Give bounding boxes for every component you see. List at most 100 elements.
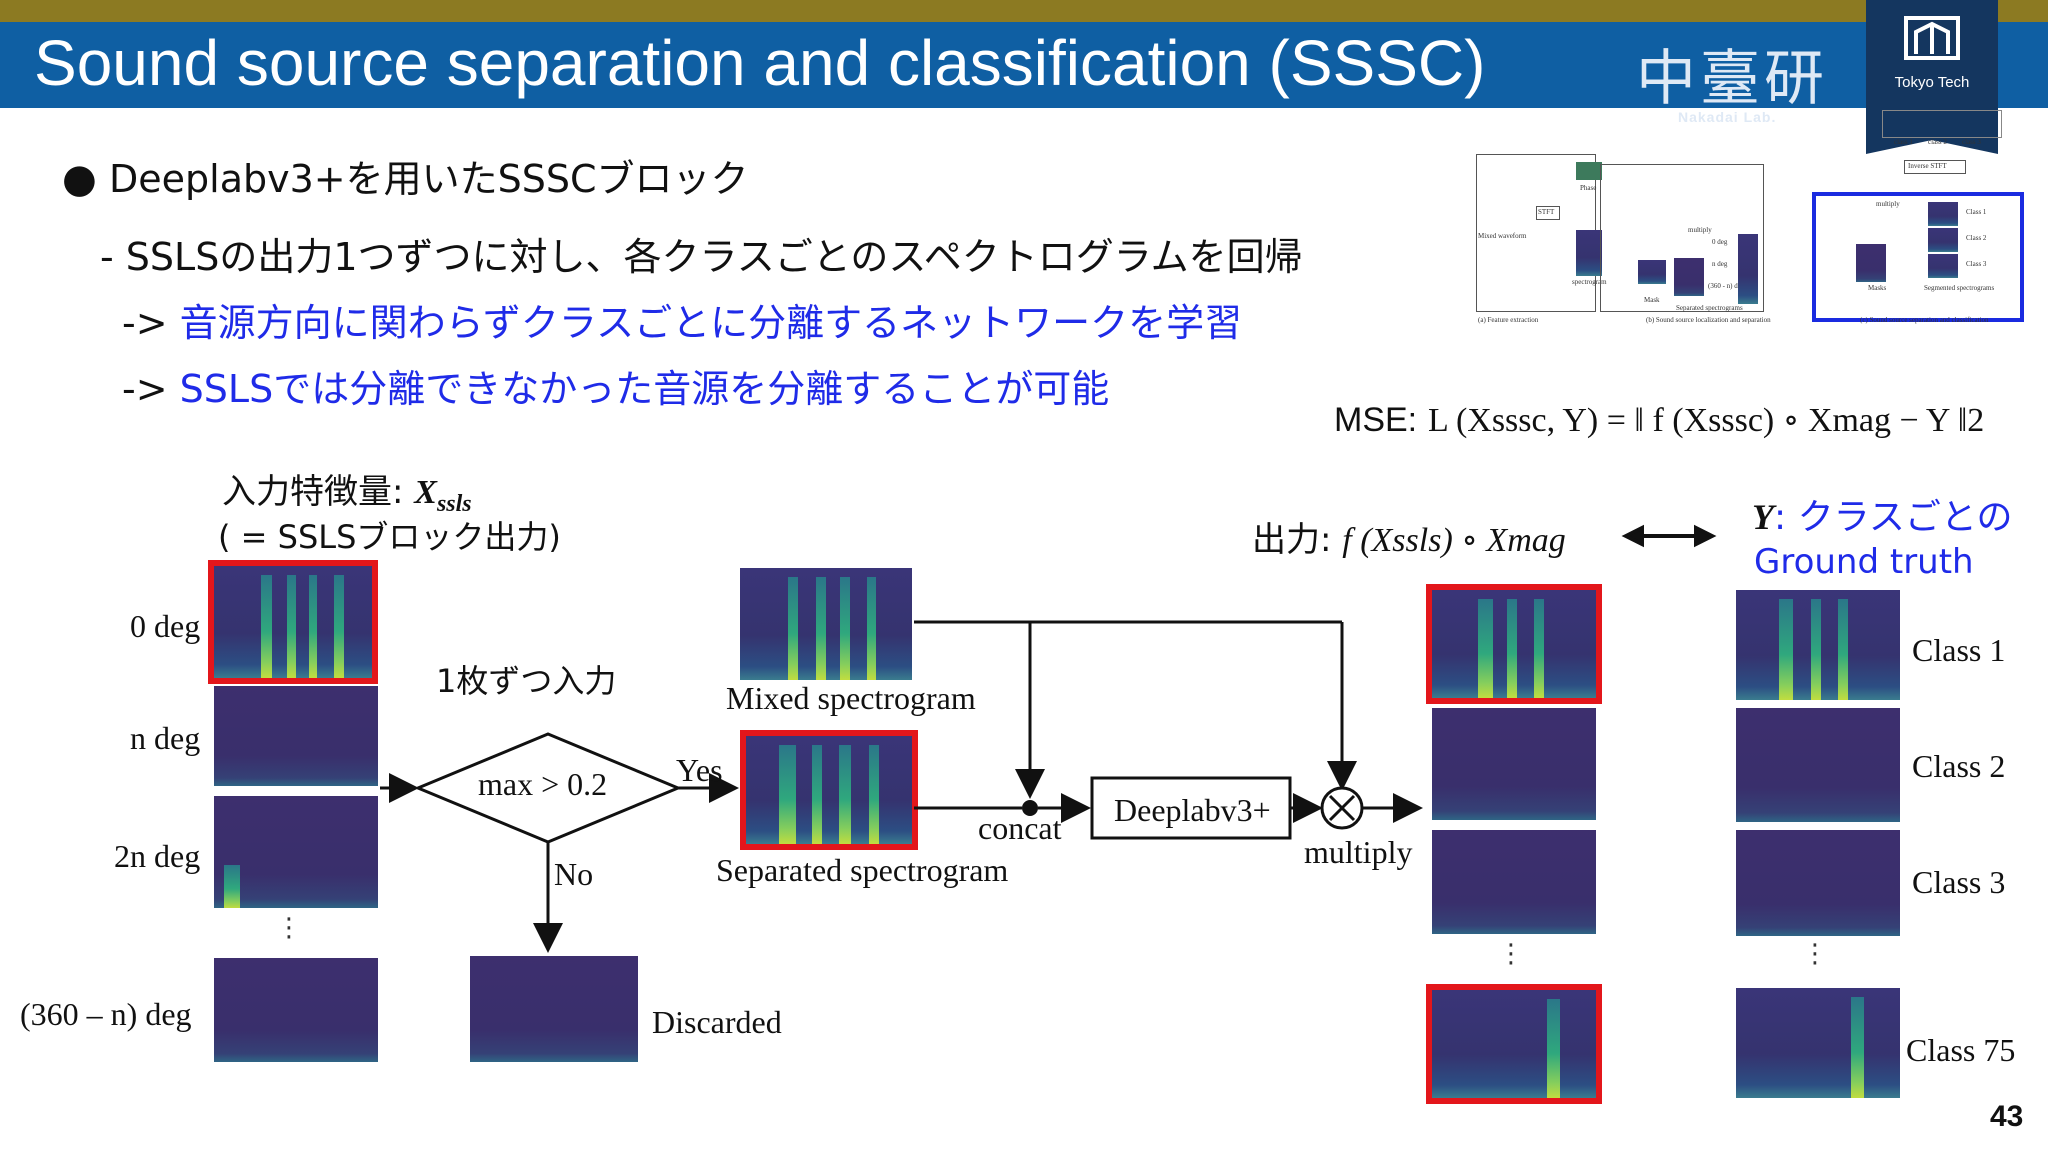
mini-class3 — [1928, 254, 1958, 278]
arrow-2-text: SSLSでは分離できなかった音源を分離することが可能 — [179, 367, 1110, 411]
gt-text: : クラスごとの — [1774, 497, 2013, 538]
input-subscript: ssls — [436, 490, 472, 517]
gt-vdots: ⋮ — [1802, 939, 1828, 969]
mini-mask-stack — [1674, 258, 1704, 296]
deg-label-0: 0 deg — [130, 608, 201, 644]
gt-line2: Ground truth — [1754, 542, 1974, 582]
mini-masks — [1856, 244, 1886, 282]
slide-title: Sound source separation and classificati… — [34, 27, 1486, 99]
gt-spec-class75 — [1736, 988, 1900, 1098]
separated-spectrogram-label: Separated spectrogram — [716, 852, 1009, 888]
sssc-highlight-box — [1812, 192, 2024, 322]
output-vdots: ⋮ — [1498, 939, 1524, 969]
mini-caption-c: (c) Sound source separation and classifi… — [1860, 316, 1989, 324]
lab-logo-kanji: 中臺研 — [1636, 46, 1828, 112]
class-label-75: Class 75 — [1906, 1032, 2016, 1068]
tokyo-tech-logo: Tokyo Tech — [1866, 0, 1998, 154]
inverse-stft-block — [1904, 160, 1966, 174]
mse-formula: MSE: L (Xsssc, Y) = ‖ f (Xsssc) ∘ Xmag −… — [1334, 400, 1984, 440]
mini-label-spectrogram: spectrogram — [1572, 278, 1607, 286]
deg-label-n: n deg — [130, 720, 201, 756]
lab-logo-text: Nakadai Lab. — [1678, 109, 1777, 125]
class-label-1: Class 1 — [1912, 632, 2006, 668]
mixed-spectrogram — [740, 568, 912, 680]
mini-label-mask: Mask — [1644, 296, 1660, 304]
deg-label-2n: 2n deg — [114, 838, 201, 874]
bullet-main-text: Deeplabv3+を用いたSSSCブロック — [109, 157, 749, 201]
bullet-main: ● Deeplabv3+を用いたSSSCブロック — [62, 148, 749, 203]
deg-label-360n: (360 – n) deg — [20, 996, 192, 1032]
stft-block — [1536, 206, 1560, 220]
multiply-label: multiply — [1304, 834, 1413, 870]
gt-label: Y: クラスごとの — [1752, 488, 2013, 540]
lab-logo: 中臺研 Nakadai Lab. — [1636, 30, 1828, 125]
input-title: 入力特徴量: Xssls — [222, 464, 472, 518]
arrow-1-text: 音源方向に関わらずクラスごとに分離するネットワークを学習 — [179, 301, 1243, 345]
decision-no: No — [554, 856, 594, 892]
mini-caption-b: (b) Sound source localization and separa… — [1646, 316, 1771, 324]
input-spec-0deg — [214, 566, 372, 678]
one-by-one-label: 1枚ずつ入力 — [436, 662, 617, 700]
mini-label-class1: Class 1 — [1966, 208, 1987, 216]
separated-spectrogram — [746, 736, 912, 844]
gt-spec-class2 — [1736, 708, 1900, 822]
mini-label-class-2-wave: class 2 — [1928, 138, 1947, 146]
localization-box — [1600, 164, 1764, 312]
bullet-arrow-2: -> SSLSでは分離できなかった音源を分離することが可能 — [122, 358, 1109, 413]
mini-label-ndeg: n deg — [1712, 260, 1728, 268]
pipeline-overview-figure: Phase STFT Mixed waveform spectrogram mu… — [1476, 108, 2036, 338]
mini-class2 — [1928, 228, 1958, 252]
mini-label-class3: Class 3 — [1966, 260, 1987, 268]
output-spec-class3 — [1432, 830, 1596, 934]
mini-caption-a: (a) Feature extraction — [1478, 316, 1539, 324]
mixed-spectrogram-label: Mixed spectrogram — [726, 680, 976, 716]
mini-label-stft: STFT — [1538, 208, 1555, 216]
mini-label-class2: Class 2 — [1966, 234, 1987, 242]
concat-label: concat — [978, 810, 1062, 846]
bullet-sub: - SSLSの出力1つずつに対し、各クラスごとのスペクトログラムを回帰 — [100, 235, 1303, 279]
input-symbol: X — [414, 474, 437, 511]
logo-tab-notch — [1866, 134, 1998, 154]
gt-symbol: Y — [1752, 497, 1774, 537]
output-prefix: 出力: — [1252, 520, 1343, 560]
mini-label-class-3-wave: class 3 — [1962, 138, 1981, 146]
mini-label-multiply-c: multiply — [1876, 200, 1900, 208]
arrow-prefix: -> — [122, 301, 168, 345]
arrow-prefix: -> — [122, 367, 168, 411]
output-formula: f (Xssls) ∘ Xmag — [1342, 522, 1566, 559]
mini-label-inverse-stft: Inverse STFT — [1908, 162, 1947, 170]
output-label: 出力: f (Xssls) ∘ Xmag — [1252, 512, 1566, 561]
mini-label-class-1-wave: class 1 — [1894, 138, 1913, 146]
mini-label-separated: Separated spectrograms — [1676, 304, 1743, 312]
output-spec-class2 — [1432, 708, 1596, 820]
mini-label-multiply-b: multiply — [1688, 226, 1712, 234]
mini-class1 — [1928, 202, 1958, 226]
mini-waveforms — [1882, 110, 2002, 138]
gt-spec-class3 — [1736, 830, 1900, 936]
decision-yes: Yes — [676, 752, 723, 788]
output-spec-class75 — [1432, 990, 1596, 1098]
mini-label-segmented: Segmented spectrograms — [1924, 284, 1995, 292]
header-gold-band — [0, 0, 2048, 22]
header-title-band — [0, 22, 2048, 108]
class-label-2: Class 2 — [1912, 748, 2006, 784]
input-spec-ndeg — [214, 686, 378, 786]
mini-label-360n: (360 - n) deg — [1708, 282, 1745, 290]
bullet-dot-icon: ● — [62, 156, 97, 202]
mse-prefix: MSE: — [1334, 401, 1418, 439]
mini-mask — [1638, 260, 1666, 284]
input-note: ( = SSLSブロック出力) — [218, 518, 561, 556]
class-label-3: Class 3 — [1912, 864, 2006, 900]
discarded-label: Discarded — [652, 1004, 782, 1040]
decision-condition: max > 0.2 — [478, 766, 608, 802]
input-spec-2ndeg — [214, 796, 378, 908]
mini-label-masks: Masks — [1868, 284, 1887, 292]
mini-label-phase: Phase — [1580, 184, 1597, 192]
mini-label-0deg: 0 deg — [1712, 238, 1728, 246]
mse-expression: L (Xsssc, Y) = ‖ f (Xsssc) ∘ Xmag − Y ‖2 — [1427, 402, 1985, 439]
tokyo-tech-emblem-icon — [1904, 16, 1960, 60]
discarded-spectrogram — [470, 956, 638, 1062]
input-title-text: 入力特徴量: — [222, 472, 415, 512]
phase-block — [1576, 162, 1602, 180]
